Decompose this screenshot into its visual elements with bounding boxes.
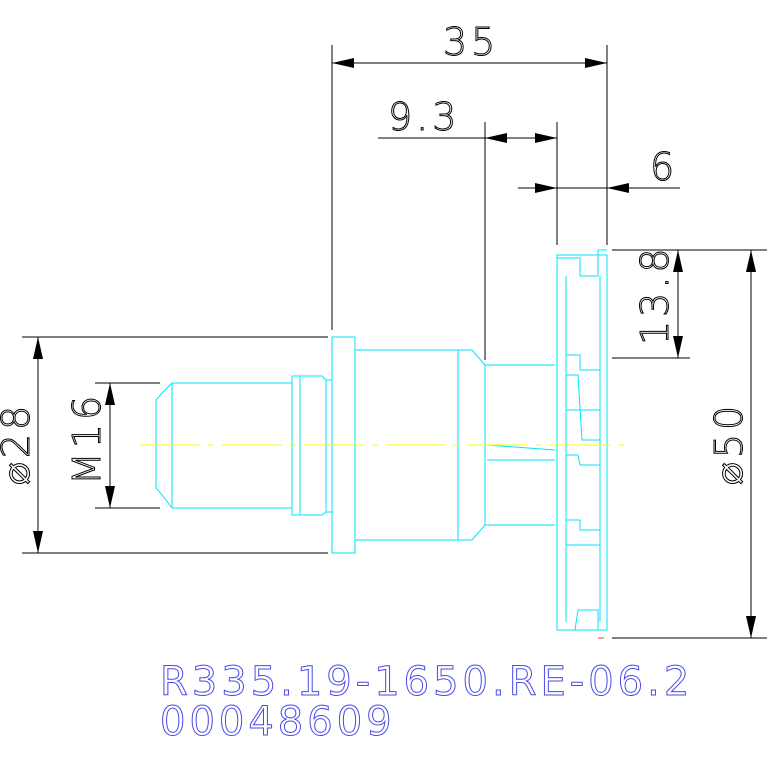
dimension-13-8-label: 13.8 (633, 244, 677, 345)
dimension-9-3-label: 9.3 (388, 95, 460, 139)
dimension-dia-50 (612, 249, 767, 639)
dimension-m16 (95, 382, 160, 509)
dimension-6 (518, 183, 680, 193)
part-outline (155, 249, 608, 631)
dimension-9-3 (378, 122, 558, 360)
dimension-dia-28 (22, 336, 328, 554)
dimension-dia-28-label: ⌀28 (0, 402, 38, 485)
dimension-6-label: 6 (650, 145, 678, 189)
dimension-dia-50-label: ⌀50 (707, 402, 751, 485)
dimension-13-8 (612, 249, 690, 359)
part-designation: R335.19-1650.RE-06.2 (160, 659, 693, 705)
dimension-35 (331, 45, 608, 330)
part-code: 00048609 (160, 699, 396, 745)
dimension-m16-label: M16 (65, 392, 109, 485)
dimension-35-label: 35 (443, 20, 499, 64)
